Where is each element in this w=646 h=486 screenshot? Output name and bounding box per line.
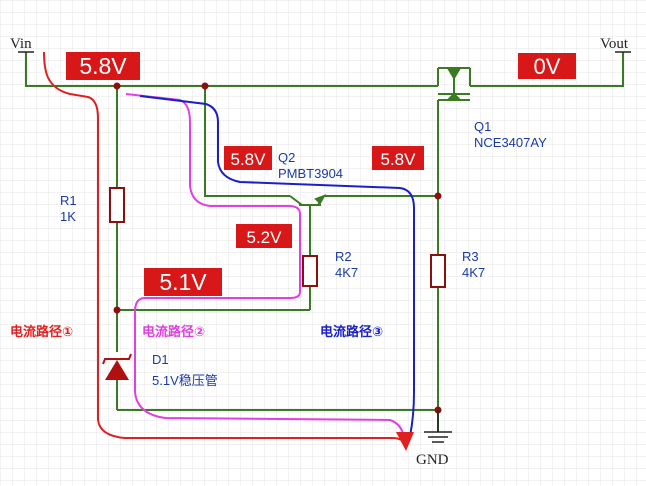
current-path-2 xyxy=(125,93,405,439)
current-path-3 xyxy=(139,95,415,437)
vin-rail-wire xyxy=(25,52,438,87)
r3-value-label: 4K7 xyxy=(462,265,485,280)
r2-resistor-symbol xyxy=(302,255,318,287)
voltage-tag-zener-node: 5.1V xyxy=(144,268,222,296)
q1-ref-label: Q1 xyxy=(474,119,491,134)
current-path-1 xyxy=(43,51,407,447)
r1-value-label: 1K xyxy=(60,209,76,224)
junction-dot xyxy=(201,82,209,90)
r3-ref-label: R3 xyxy=(462,249,479,264)
vin-label: Vin xyxy=(10,36,32,52)
current-arrowhead xyxy=(396,432,414,451)
voltage-tag-q2-base: 5.2V xyxy=(236,224,292,248)
voltage-tag-q2-collector: 5.8V xyxy=(224,146,272,170)
q1-mosfet-symbol xyxy=(437,67,471,108)
q2-collector-wire xyxy=(204,86,290,197)
r3-resistor-symbol xyxy=(430,254,446,288)
junction-dot xyxy=(113,306,121,314)
voltage-tag-text: 5.1V xyxy=(159,269,207,295)
current-path-2-label: 电流路径② xyxy=(142,324,205,339)
voltage-tag-text: 5.8V xyxy=(381,150,417,169)
vout-rail-wire xyxy=(470,52,624,87)
gnd-symbol xyxy=(424,410,452,443)
voltage-tag-q1-gate: 5.8V xyxy=(372,146,424,170)
current-path-3-label: 电流路径③ xyxy=(320,324,383,339)
vout-label: Vout xyxy=(600,36,629,52)
r1-resistor-symbol xyxy=(109,187,125,223)
gnd-label: GND xyxy=(416,452,449,468)
d1-value-label: 5.1V稳压管 xyxy=(152,373,218,388)
voltage-tag-vin-rail: 5.8V xyxy=(66,52,140,80)
q2-ref-label: Q2 xyxy=(278,150,295,165)
voltage-tag-vout-rail: 0V xyxy=(518,53,576,79)
r1-ref-label: R1 xyxy=(60,193,77,208)
q2-value-label: PMBT3904 xyxy=(278,166,343,181)
r2-value-label: 4K7 xyxy=(335,265,358,280)
junction-dot xyxy=(113,82,121,90)
q1-value-label: NCE3407AY xyxy=(474,135,547,150)
d1-zener-symbol xyxy=(102,353,132,380)
r2-ref-label: R2 xyxy=(335,249,352,264)
voltage-tag-text: 5.8V xyxy=(231,150,267,169)
d1-ref-label: D1 xyxy=(152,352,169,367)
wires xyxy=(25,52,624,432)
voltage-tag-text: 0V xyxy=(534,54,561,79)
q2-transistor-symbol xyxy=(289,194,327,222)
junction-dot xyxy=(434,192,442,200)
voltage-tag-text: 5.8V xyxy=(79,53,127,79)
current-path-1-label: 电流路径① xyxy=(10,324,73,339)
voltage-tag-text: 5.2V xyxy=(247,228,283,247)
